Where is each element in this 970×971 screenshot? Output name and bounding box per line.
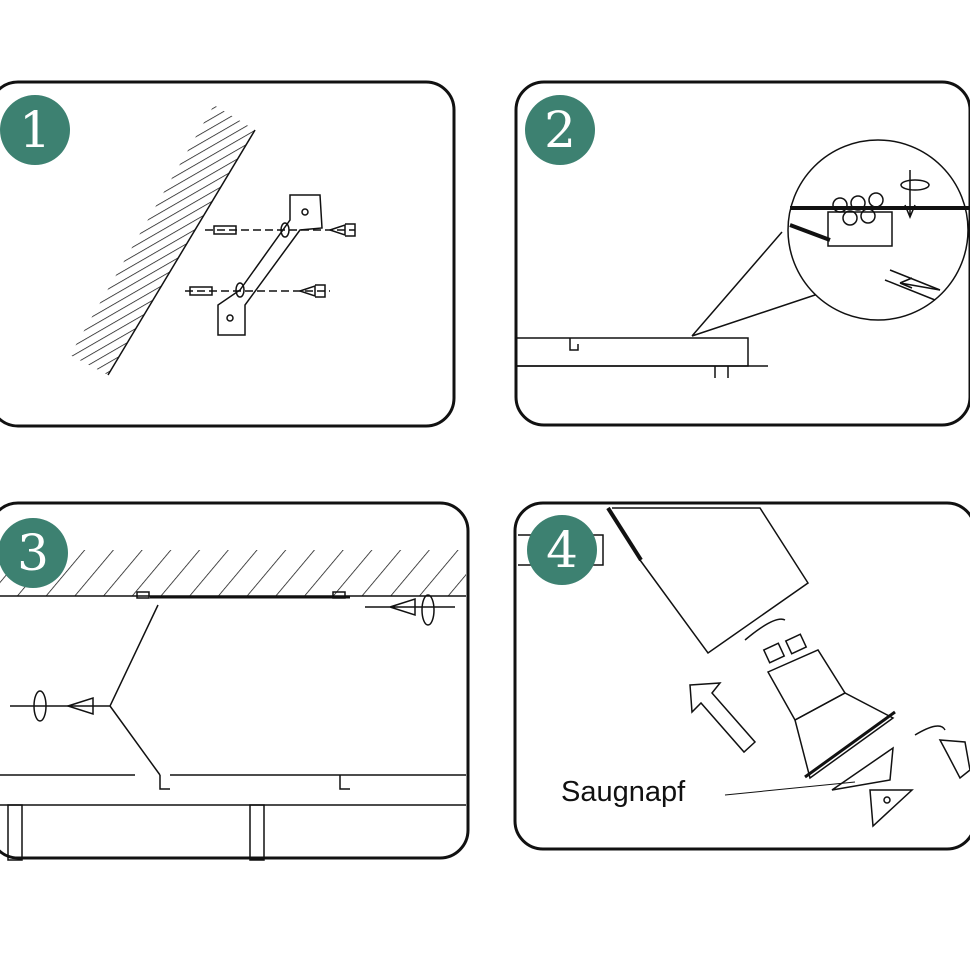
step-3-badge: 3 — [0, 518, 68, 588]
spotlight-head — [612, 507, 810, 655]
wall-plug-icon — [189, 225, 237, 296]
gu10-bulb-icon — [762, 633, 896, 780]
suction-cup — [831, 746, 894, 791]
step-1-panel — [0, 80, 456, 428]
step-4-panel — [513, 501, 970, 851]
up-arrow-icon — [689, 682, 757, 754]
step-1-badge: 1 — [0, 95, 70, 165]
up-arrow-icon-2 — [938, 739, 970, 780]
screw-icon — [297, 223, 356, 298]
ceiling-hatch — [0, 550, 466, 596]
magnifier-callout — [691, 139, 970, 337]
step-3-panel — [0, 501, 470, 861]
mounting-bracket — [217, 194, 323, 336]
suction-cup-label: Saugnapf — [561, 776, 686, 808]
ceiling-panel — [515, 337, 749, 367]
step-2-badge: 2 — [525, 95, 595, 165]
step-4-badge: 4 — [527, 515, 597, 585]
step-2-panel — [514, 80, 970, 427]
wall-hatch — [70, 105, 255, 375]
